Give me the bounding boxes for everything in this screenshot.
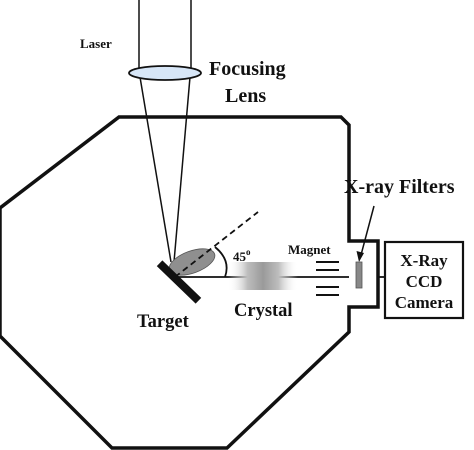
focusing-lens bbox=[128, 65, 202, 81]
camera-label-line3: Camera bbox=[395, 293, 454, 312]
camera-label-line1: X-Ray bbox=[400, 251, 448, 270]
target-normal-dashed-line bbox=[174, 211, 259, 278]
focused-beam-left bbox=[139, 76, 172, 263]
angle-label: 45o bbox=[233, 247, 251, 264]
angle-degree-superscript: o bbox=[246, 247, 251, 257]
vacuum-chamber-octagon bbox=[0, 115, 380, 450]
focusing-lens-label-line1: Focusing bbox=[209, 58, 286, 80]
focused-beam-right bbox=[173, 76, 191, 263]
target-label: Target bbox=[137, 312, 190, 332]
target bbox=[156, 260, 202, 304]
ccd-camera-box bbox=[383, 240, 465, 320]
filter-pointer-arrow bbox=[360, 205, 375, 256]
camera-label-line2: CCD bbox=[406, 272, 443, 291]
crystal bbox=[228, 262, 298, 290]
laser-label: Laser bbox=[80, 36, 112, 51]
xray-filters-label: X-ray Filters bbox=[344, 176, 455, 198]
magnet-label: Magnet bbox=[288, 242, 331, 257]
focusing-lens-label-line2: Lens bbox=[225, 85, 266, 107]
filter-pointer-arrowhead bbox=[356, 251, 364, 262]
crystal-label: Crystal bbox=[234, 301, 293, 321]
angle-arc bbox=[214, 246, 228, 278]
xray-filter bbox=[355, 261, 363, 289]
